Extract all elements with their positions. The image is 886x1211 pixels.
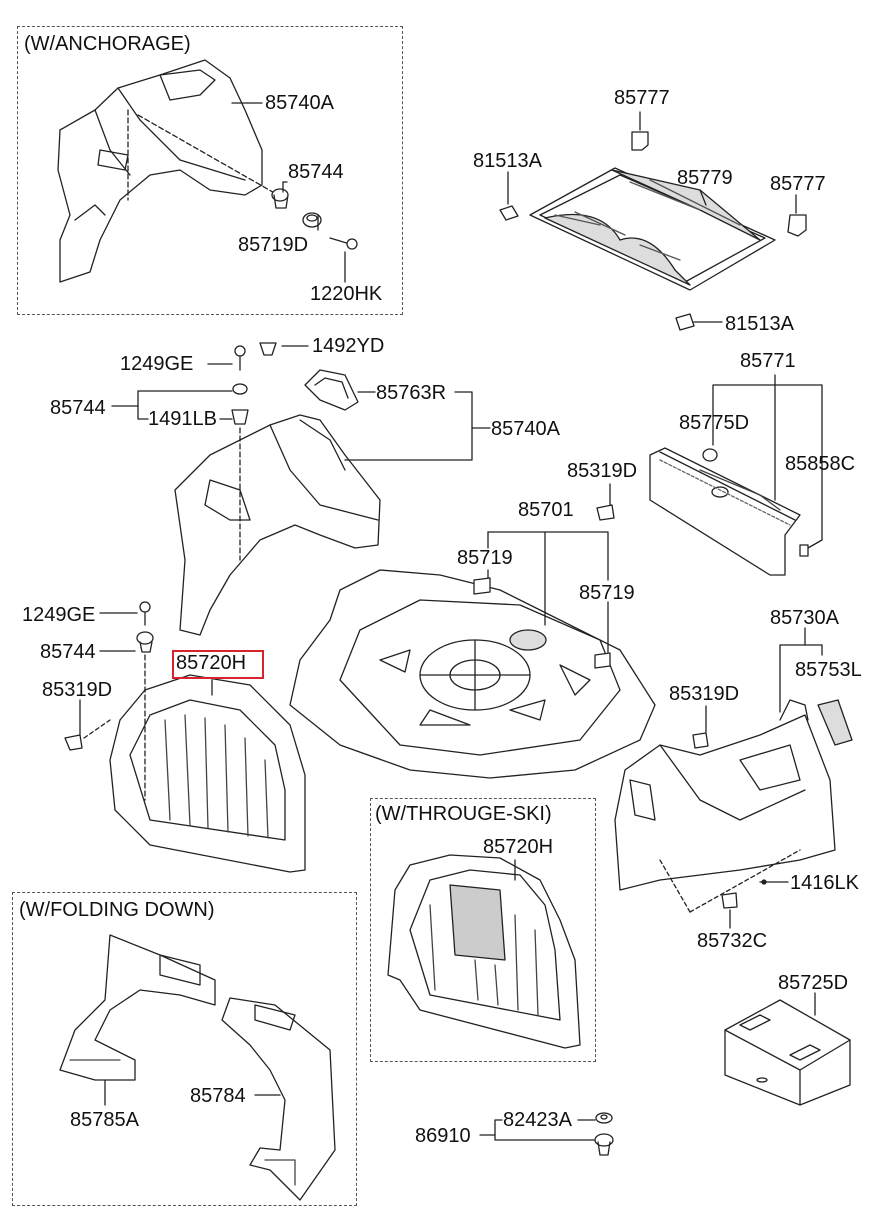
- washer-85744-low-drawing: [136, 631, 154, 653]
- clip-1492YD-drawing: [259, 342, 277, 356]
- panel-85785A-drawing: [59, 934, 216, 1081]
- part-label-1249GE-a[interactable]: 1249GE: [120, 353, 194, 375]
- part-label-85744-top[interactable]: 85744: [288, 161, 344, 183]
- part-label-85785A[interactable]: 85785A: [70, 1109, 139, 1131]
- group-box-folding-down: [12, 892, 357, 1206]
- clip-85719-b-drawing: [594, 652, 611, 669]
- part-label-1220HK[interactable]: 1220HK: [310, 283, 383, 305]
- part-label-86910[interactable]: 86910: [415, 1125, 471, 1147]
- part-label-85701[interactable]: 85701: [518, 499, 574, 521]
- selected-part-highlight: [172, 650, 264, 679]
- pad-85753L-drawing: [817, 699, 853, 746]
- screw-1416LK-drawing: [759, 879, 773, 885]
- part-label-85777-b[interactable]: 85777: [770, 173, 826, 195]
- clip-85732C-drawing: [721, 892, 738, 909]
- part-label-85719-b[interactable]: 85719: [579, 582, 635, 604]
- clip-85319D-b-drawing: [64, 734, 83, 751]
- group-box-througe-ski: [370, 798, 596, 1062]
- hook-85777-b-drawing: [787, 214, 807, 237]
- screw-1249GE-b-drawing: [139, 601, 151, 626]
- part-label-85784[interactable]: 85784: [190, 1085, 246, 1107]
- part-label-85725D[interactable]: 85725D: [778, 972, 849, 994]
- clip-85858C-drawing: [799, 544, 809, 557]
- part-label-85740A-mid[interactable]: 85740A: [491, 418, 560, 440]
- part-label-85319D-a[interactable]: 85319D: [567, 460, 638, 482]
- sill-plate-85771-drawing: [649, 447, 801, 576]
- clip-1491LB-drawing: [231, 409, 249, 425]
- clip-85319D-a-drawing: [596, 504, 615, 521]
- grommet-85719D-drawing: [302, 212, 322, 228]
- part-label-85740A-top[interactable]: 85740A: [265, 92, 334, 114]
- clip-81513A-a-drawing: [499, 205, 519, 221]
- group-box-anchorage: [17, 26, 403, 315]
- screw-1220HK-drawing: [329, 237, 358, 250]
- hook-85777-a-drawing: [631, 131, 649, 151]
- clip-86910-drawing: [594, 1133, 614, 1156]
- part-label-85779[interactable]: 85779: [677, 167, 733, 189]
- part-label-85771[interactable]: 85771: [740, 350, 796, 372]
- part-label-85719D[interactable]: 85719D: [238, 234, 309, 256]
- trim-panel-85740A-drawing: [174, 414, 381, 636]
- part-label-81513A-a[interactable]: 81513A: [473, 150, 542, 172]
- part-label-85720H-througe-ski[interactable]: 85720H: [483, 836, 554, 858]
- part-label-85777-a[interactable]: 85777: [614, 87, 670, 109]
- clip-85744-top-drawing: [271, 188, 289, 209]
- storage-box-85725D-drawing: [724, 999, 851, 1106]
- part-label-82423A[interactable]: 82423A: [503, 1109, 572, 1131]
- clip-85719-a-drawing: [473, 577, 491, 595]
- part-label-1249GE-b[interactable]: 1249GE: [22, 604, 96, 626]
- panel-85784-drawing: [221, 997, 336, 1201]
- clip-85319D-c-drawing: [692, 732, 709, 749]
- part-label-85732C[interactable]: 85732C: [697, 930, 768, 952]
- part-label-85730A[interactable]: 85730A: [770, 607, 839, 629]
- part-label-85744-low[interactable]: 85744: [40, 641, 96, 663]
- floor-mat-85701-drawing: [289, 569, 656, 779]
- part-label-85858C[interactable]: 85858C: [785, 453, 856, 475]
- part-label-85753L[interactable]: 85753L: [795, 659, 862, 681]
- part-label-85719-a[interactable]: 85719: [457, 547, 513, 569]
- trim-panel-througe-ski-drawing: [387, 854, 581, 1049]
- screw-1249GE-a-drawing: [234, 345, 246, 371]
- group-title-througe-ski: (W/THROUGE-SKI): [375, 803, 552, 825]
- part-label-81513A-b[interactable]: 81513A: [725, 313, 794, 335]
- trim-panel-85730A-drawing: [614, 699, 836, 891]
- group-title-anchorage: (W/ANCHORAGE): [24, 33, 191, 55]
- clip-81513A-b-drawing: [675, 313, 695, 331]
- part-label-85319D-c[interactable]: 85319D: [669, 683, 740, 705]
- washer-85744-mid-drawing: [232, 383, 248, 395]
- trim-panel-85720H-drawing: [109, 654, 306, 873]
- part-label-85744-mid[interactable]: 85744: [50, 397, 106, 419]
- part-label-85720H-selected[interactable]: 85720H: [176, 652, 247, 674]
- pad-85763R-drawing: [304, 369, 359, 411]
- part-label-85763R[interactable]: 85763R: [376, 382, 447, 404]
- trim-panel-anchorage-drawing: [57, 59, 279, 283]
- washer-82423A-drawing: [595, 1112, 613, 1124]
- group-title-folding-down: (W/FOLDING DOWN): [19, 899, 215, 921]
- luggage-net-drawing: [529, 167, 776, 291]
- part-label-85319D-b[interactable]: 85319D: [42, 679, 113, 701]
- part-label-1492YD[interactable]: 1492YD: [312, 335, 385, 357]
- part-label-85775D[interactable]: 85775D: [679, 412, 750, 434]
- part-label-1491LB[interactable]: 1491LB: [148, 408, 217, 430]
- part-label-1416LK[interactable]: 1416LK: [790, 872, 859, 894]
